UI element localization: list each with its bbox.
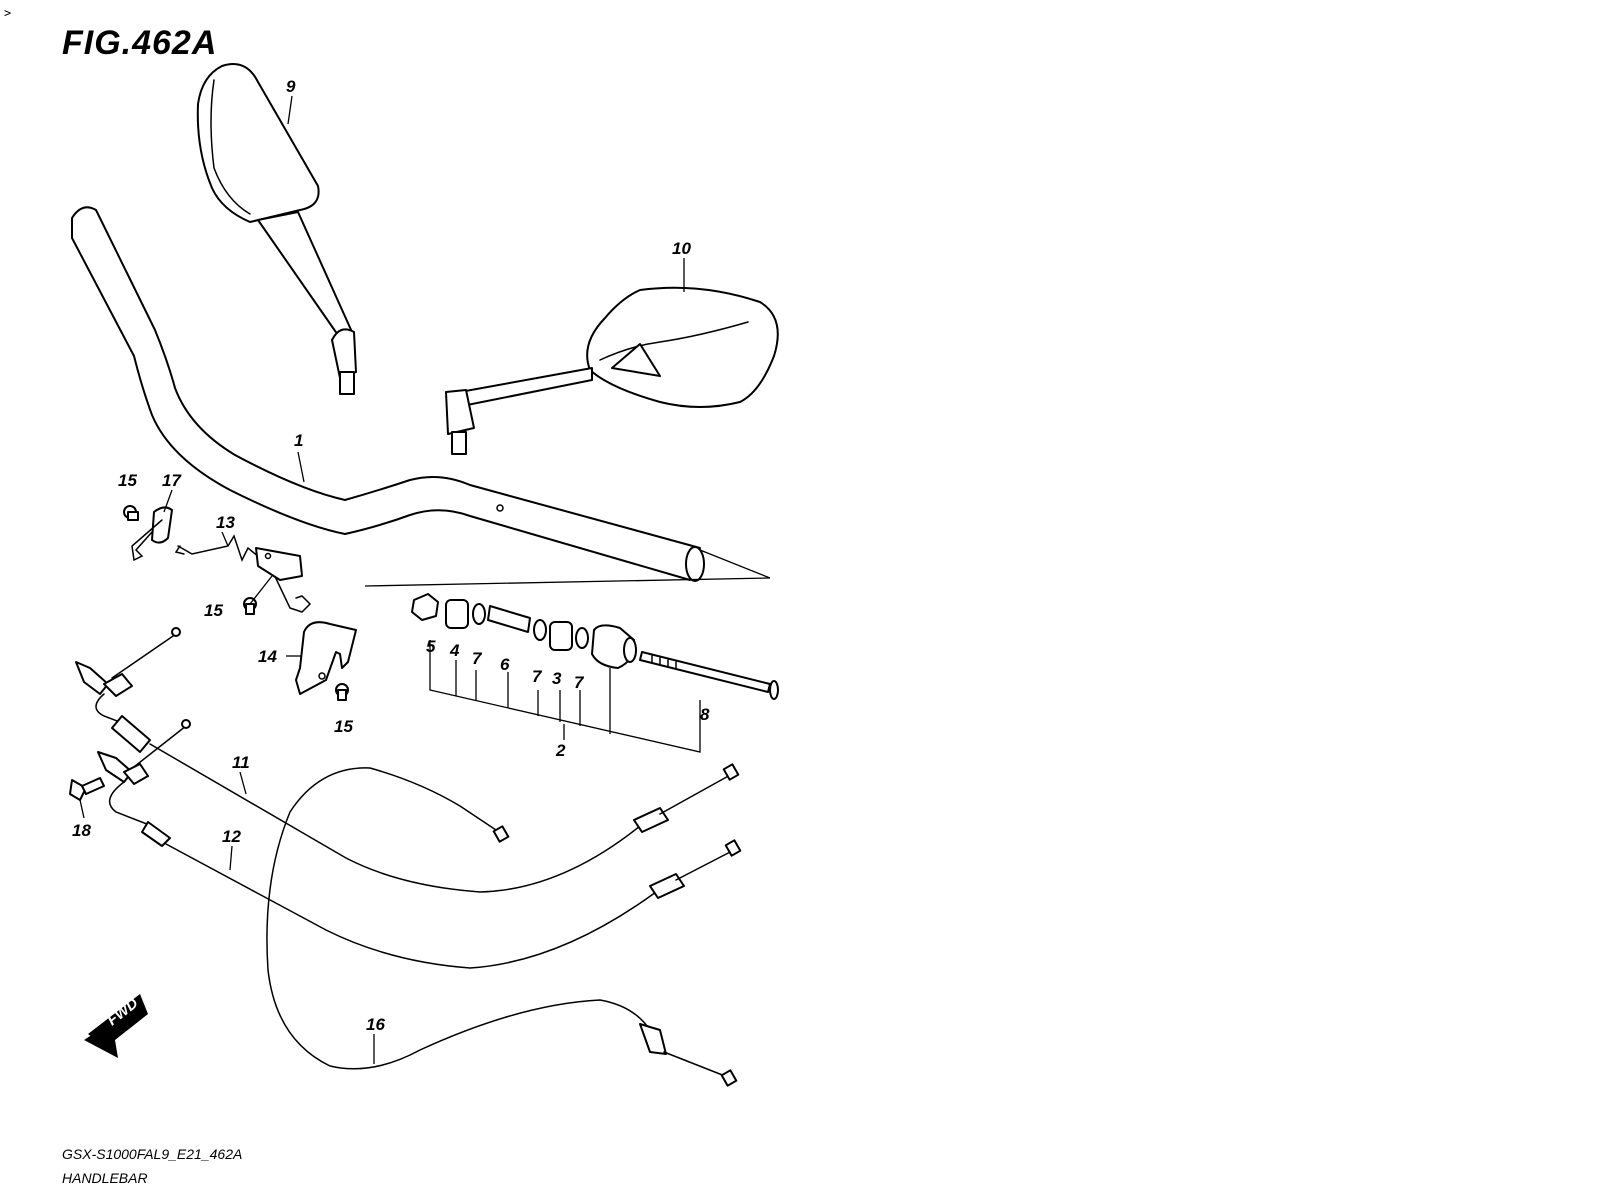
group-2-leader bbox=[429, 640, 701, 753]
callout-5: 5 bbox=[426, 637, 436, 656]
part-17-wire bbox=[131, 519, 163, 562]
callout-7a: 7 bbox=[472, 649, 483, 668]
handlebar[interactable] bbox=[71, 206, 705, 582]
part-7-washer-a bbox=[472, 603, 486, 625]
part-4-spacer bbox=[445, 599, 469, 629]
callout-15c: 15 bbox=[334, 717, 353, 736]
bolt-15-top[interactable] bbox=[123, 505, 139, 521]
figure-code: GSX-S1000FAL9_E21_462A bbox=[62, 1146, 243, 1162]
callout-13: 13 bbox=[216, 513, 235, 532]
screw-18[interactable] bbox=[69, 777, 105, 801]
left-mirror[interactable] bbox=[196, 63, 357, 395]
balancer-assembly[interactable] bbox=[411, 593, 779, 700]
fwd-arrow: FWD bbox=[84, 994, 148, 1058]
callout-2: 2 bbox=[555, 741, 566, 760]
callout-15a: 15 bbox=[118, 471, 137, 490]
callout-leaders bbox=[79, 95, 685, 1064]
part-13-plate bbox=[255, 547, 303, 581]
part-7-washer-c bbox=[575, 627, 589, 649]
callout-9: 9 bbox=[286, 77, 296, 96]
part-5-nut bbox=[411, 593, 439, 621]
part-6-collar bbox=[487, 605, 531, 633]
callout-12: 12 bbox=[222, 827, 241, 846]
throttle-cable-12[interactable] bbox=[97, 719, 742, 969]
callout-6: 6 bbox=[500, 655, 510, 674]
part-7-washer-b bbox=[533, 619, 547, 641]
bolt-15-lower[interactable] bbox=[335, 683, 349, 701]
cable-holder-14[interactable] bbox=[295, 621, 357, 695]
bolt-15-middle[interactable] bbox=[243, 575, 273, 615]
corner-mark: > bbox=[4, 6, 12, 20]
figure-title: FIG.462A bbox=[62, 24, 218, 62]
callout-4: 4 bbox=[449, 641, 460, 660]
part-17-clamp bbox=[151, 506, 173, 544]
explosion-lines bbox=[364, 549, 771, 587]
right-mirror[interactable] bbox=[445, 286, 779, 455]
callout-7c: 7 bbox=[574, 673, 585, 692]
callout-15b: 15 bbox=[204, 601, 223, 620]
callout-18: 18 bbox=[72, 821, 91, 840]
callout-10: 10 bbox=[672, 239, 691, 258]
callout-16: 16 bbox=[366, 1015, 385, 1034]
part-8-screw bbox=[639, 651, 779, 700]
callout-8: 8 bbox=[700, 705, 710, 724]
callout-3: 3 bbox=[552, 669, 562, 688]
part-3-weight bbox=[549, 621, 573, 651]
callout-labels: 1 2 3 4 5 6 7 7 7 8 9 10 11 12 13 14 15 … bbox=[72, 77, 710, 1034]
throttle-cable-11[interactable] bbox=[75, 627, 740, 893]
callout-11: 11 bbox=[232, 753, 250, 772]
callout-14: 14 bbox=[258, 647, 277, 666]
figure-name: HANDLEBAR bbox=[62, 1170, 148, 1186]
callout-17: 17 bbox=[162, 471, 182, 490]
callout-7b: 7 bbox=[532, 667, 543, 686]
callout-1: 1 bbox=[294, 431, 303, 450]
cable-guide-upper[interactable] bbox=[131, 506, 312, 613]
cable-16[interactable] bbox=[266, 767, 738, 1087]
